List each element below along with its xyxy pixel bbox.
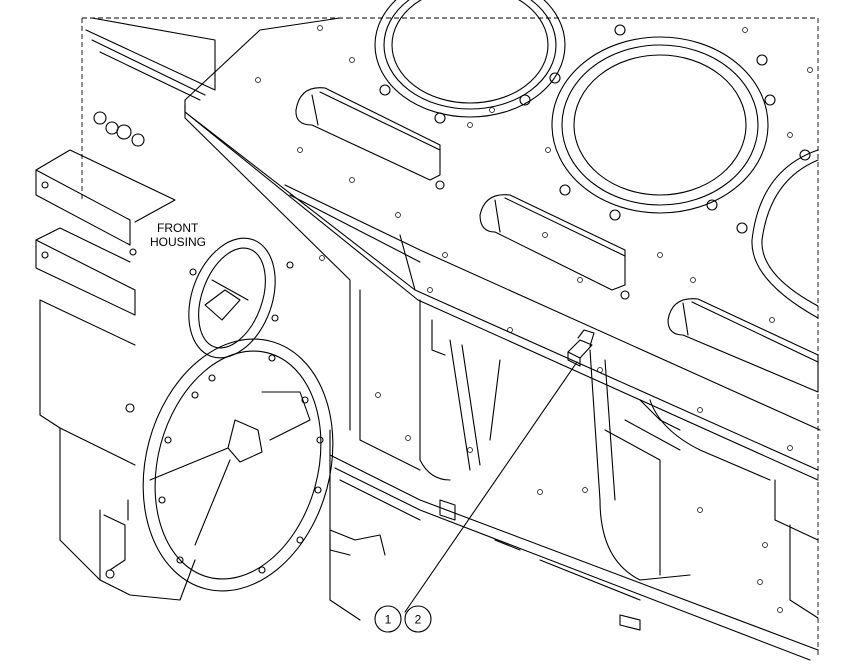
front-housing-label-line2: HOUSING xyxy=(150,235,206,249)
cylinder-block xyxy=(184,0,821,661)
callout-leader-line xyxy=(404,361,578,613)
callout-2: 2 xyxy=(404,605,432,633)
front-housing xyxy=(35,17,361,621)
callout-part-fitting xyxy=(567,329,595,367)
view-border xyxy=(81,17,819,655)
callout-1: 1 xyxy=(374,605,402,633)
callout-1-number: 1 xyxy=(385,613,392,627)
front-housing-label-line1: FRONT xyxy=(157,221,199,235)
callout-2-number: 2 xyxy=(415,613,422,627)
